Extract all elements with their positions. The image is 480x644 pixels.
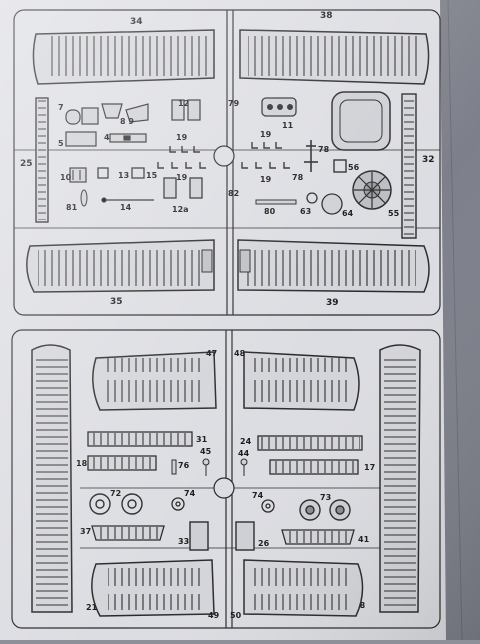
part-34-wing-upper-left xyxy=(32,29,215,85)
label-56: 56 xyxy=(348,163,360,172)
part-35-wing-lower-left xyxy=(26,239,215,293)
label-17: 17 xyxy=(364,463,375,472)
part-10-seat xyxy=(69,167,87,183)
label-50: 50 xyxy=(230,611,242,620)
label-74-a: 74 xyxy=(184,489,196,498)
label-35: 35 xyxy=(110,297,123,307)
part-26-block xyxy=(235,521,255,551)
label-74-b: 74 xyxy=(252,491,264,500)
part-81 xyxy=(80,189,88,207)
label-4: 4 xyxy=(104,133,110,142)
part-28-side-panel xyxy=(379,344,421,613)
label-25: 25 xyxy=(20,159,33,169)
part-41-strip xyxy=(281,529,355,545)
part-25-strut xyxy=(35,97,49,223)
label-80: 80 xyxy=(264,207,276,216)
label-72: 72 xyxy=(110,489,121,498)
label-12: 12 xyxy=(178,99,189,108)
label-44: 44 xyxy=(238,449,250,458)
label-13: 13 xyxy=(118,171,129,180)
label-10: 10 xyxy=(60,173,72,182)
label-64: 64 xyxy=(342,209,354,218)
part-38-wing-upper-right xyxy=(239,29,430,85)
label-49: 49 xyxy=(208,611,220,620)
label-34: 34 xyxy=(130,17,143,27)
label-19-a: 19 xyxy=(176,133,188,142)
label-7: 7 xyxy=(58,103,64,112)
part-50-tailplane xyxy=(243,559,364,617)
label-79: 79 xyxy=(228,99,240,108)
part-48-fuselage-right xyxy=(243,351,360,411)
label-8-9: 8 9 xyxy=(120,117,134,126)
label-31: 31 xyxy=(196,435,208,444)
label-5: 5 xyxy=(58,139,64,148)
label-38: 38 xyxy=(320,11,333,21)
label-47: 47 xyxy=(206,349,217,358)
label-33: 33 xyxy=(178,537,189,546)
part-18-strip xyxy=(87,455,157,471)
label-32: 32 xyxy=(422,155,435,165)
part-33-block xyxy=(189,521,209,551)
label-48: 48 xyxy=(234,349,246,358)
label-19-c: 19 xyxy=(260,130,272,139)
label-78-a: 78 xyxy=(318,145,330,154)
label-11: 11 xyxy=(282,121,294,130)
part-cowling xyxy=(331,91,391,151)
part-21-side-panel xyxy=(31,344,73,613)
label-18: 18 xyxy=(76,459,88,468)
part-32-strut xyxy=(401,93,417,239)
label-19-b: 19 xyxy=(176,173,188,182)
label-24: 24 xyxy=(240,437,252,446)
label-37: 37 xyxy=(80,527,91,536)
label-76: 76 xyxy=(178,461,190,470)
label-41: 41 xyxy=(358,535,370,544)
label-19-d: 19 xyxy=(260,175,272,184)
part-37-strip xyxy=(91,525,165,541)
label-45: 45 xyxy=(200,447,212,456)
label-63: 63 xyxy=(300,207,311,216)
part-47-fuselage-left xyxy=(92,351,217,411)
part-76 xyxy=(171,459,177,475)
label-15: 15 xyxy=(146,171,158,180)
part-64 xyxy=(321,193,343,215)
label-81: 81 xyxy=(66,203,78,212)
part-49-tailplane xyxy=(91,559,215,617)
label-39: 39 xyxy=(326,298,339,308)
label-82: 82 xyxy=(228,189,239,198)
part-80 xyxy=(255,199,297,205)
label-12a: 12a xyxy=(172,205,189,214)
part-24-strip xyxy=(257,435,363,451)
label-78-b: 78 xyxy=(292,173,304,182)
part-17-strip xyxy=(269,459,359,475)
part-31-strip xyxy=(87,431,193,447)
label-73: 73 xyxy=(320,493,331,502)
label-26: 26 xyxy=(258,539,270,548)
part-39-wing-lower-right xyxy=(237,239,430,293)
label-14: 14 xyxy=(120,203,132,212)
label-55: 55 xyxy=(388,209,400,218)
part-11-engine-block xyxy=(261,97,297,117)
part-55-radial-engine xyxy=(352,170,392,210)
